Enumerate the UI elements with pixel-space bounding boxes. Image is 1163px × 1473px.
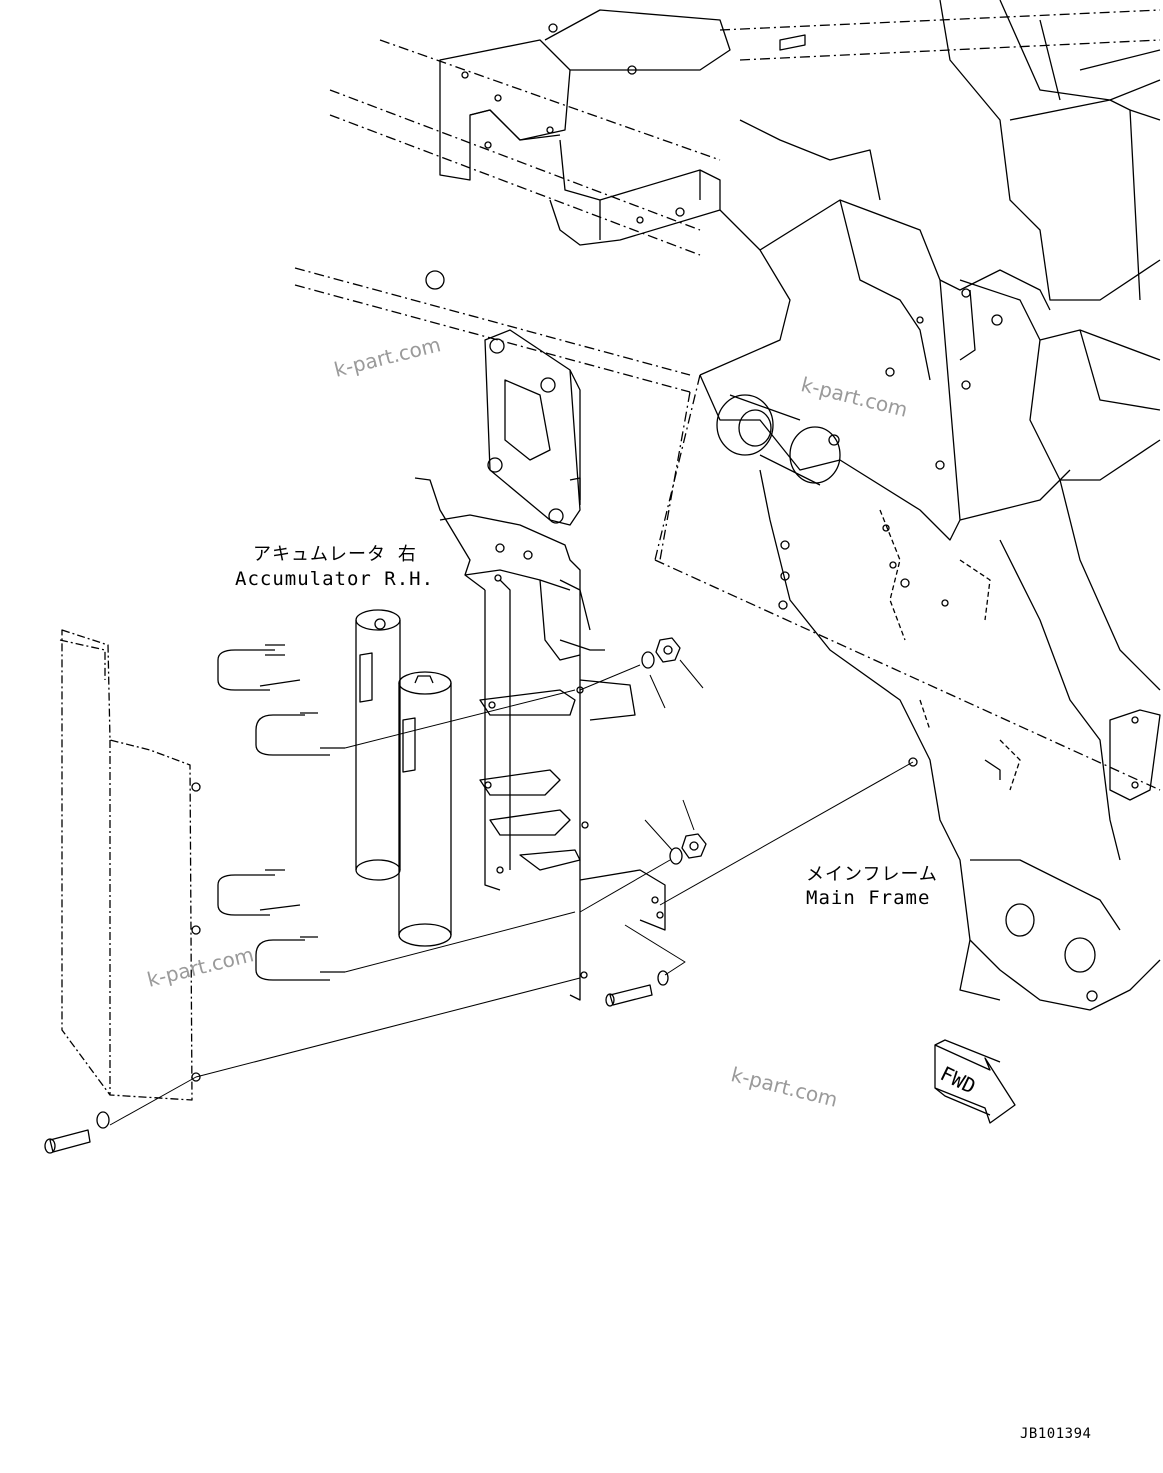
mount-plate xyxy=(425,270,581,526)
fasteners xyxy=(44,637,918,1154)
assembly-lines xyxy=(109,659,914,1126)
drawing-number: JB101394 xyxy=(1020,1426,1092,1442)
main-frame-rails xyxy=(294,9,1161,791)
accumulator-cylinders xyxy=(355,609,452,947)
accumulator-label-jp: アキュムレータ 右 xyxy=(253,544,417,565)
frame-top-right xyxy=(699,0,1161,376)
accumulator-bracket xyxy=(414,477,666,1001)
fwd-arrow-icon xyxy=(934,1039,1016,1124)
accumulator-label-en: Accumulator R.H. xyxy=(235,568,435,590)
cover-panel-holes xyxy=(191,782,201,1082)
frame-lower-arm xyxy=(759,469,1161,1011)
u-bolt-clamps xyxy=(217,644,345,981)
frame-center-pivot xyxy=(699,199,1161,541)
main-frame-label-jp: メインフレーム xyxy=(806,864,938,885)
upper-frame-bracket xyxy=(439,9,806,246)
main-frame-label-en: Main Frame xyxy=(806,887,931,909)
cover-panel xyxy=(59,629,193,1101)
